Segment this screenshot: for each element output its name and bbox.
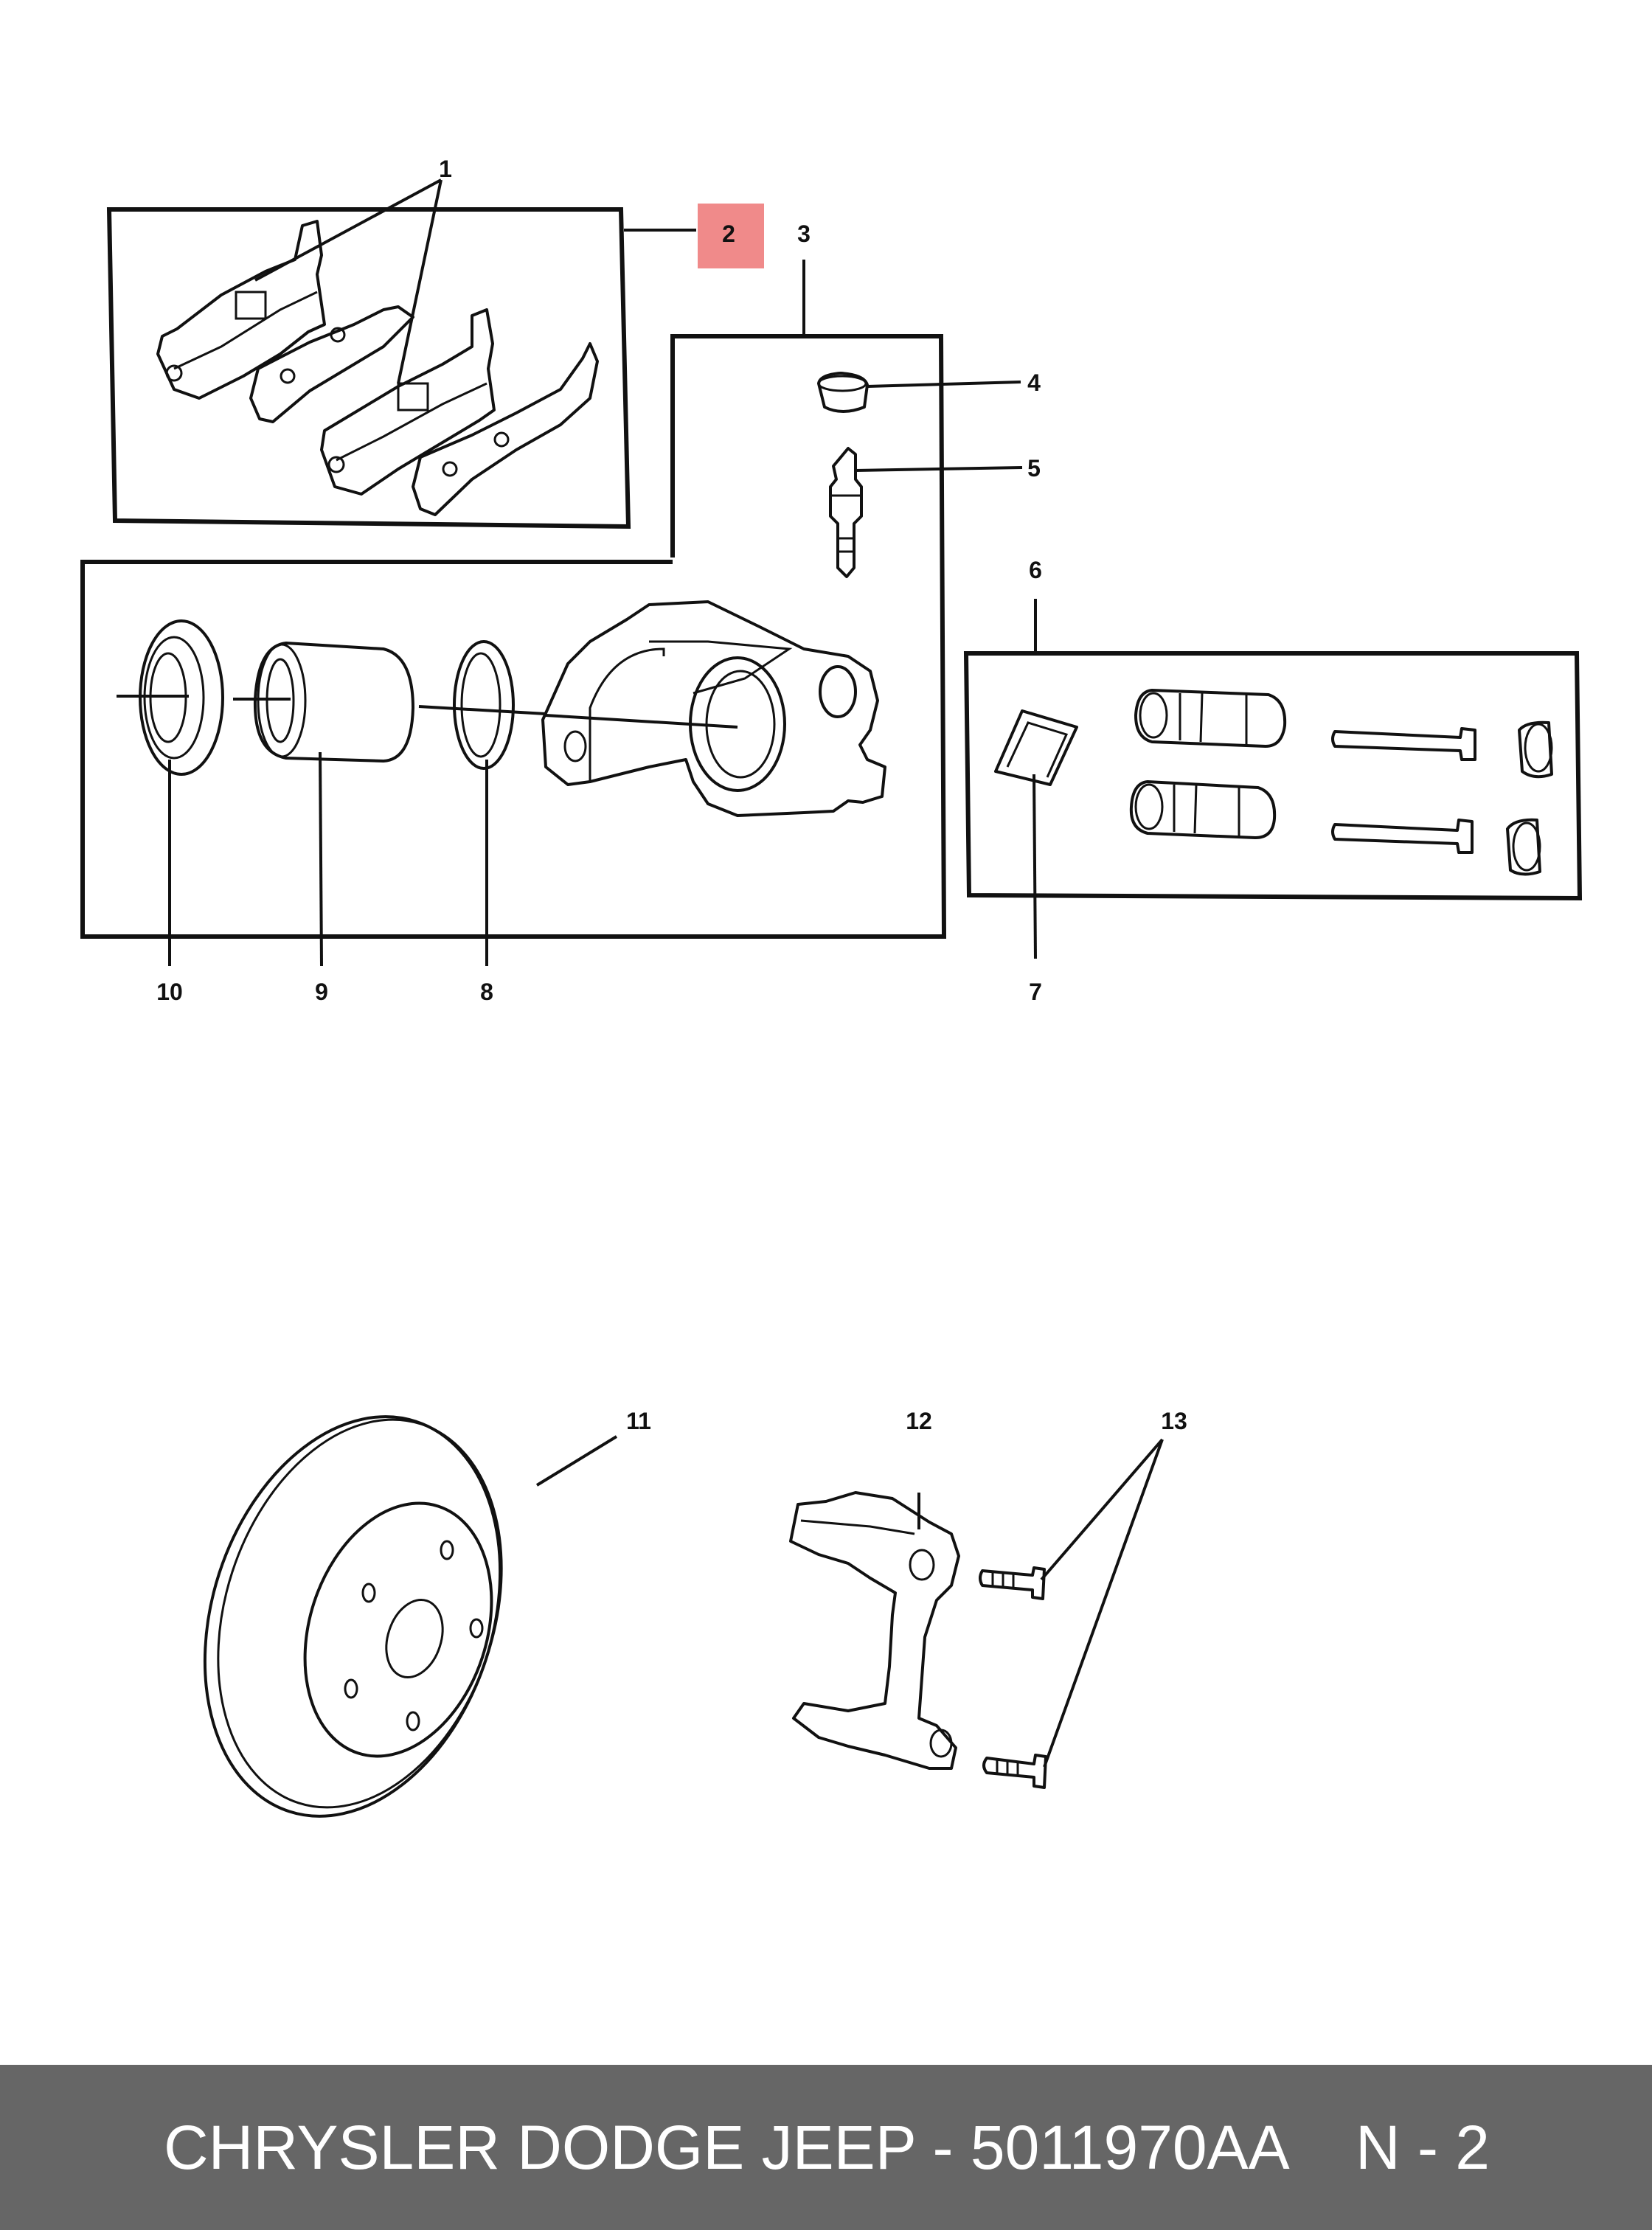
caliper-adapter: [789, 1491, 960, 1770]
dust-boot: [117, 619, 224, 966]
footer-page-number: N - 2: [1356, 2113, 1490, 2182]
callout-4: 4: [1027, 369, 1041, 396]
guide-pin-lower: [1331, 819, 1474, 854]
anti-rattle-clip: [994, 709, 1078, 959]
hardware-kit-box: [963, 599, 1583, 901]
callout-2-highlight: [698, 204, 764, 268]
footer-title: CHRYSLER DODGE JEEP - 5011970AA: [164, 2113, 1290, 2182]
caliper-kit-box: [80, 334, 947, 939]
piston: [233, 642, 414, 967]
guide-pin-cap-upper: [1518, 720, 1553, 779]
caliper-housing: [541, 600, 886, 817]
callout-7: 7: [1029, 979, 1042, 1005]
dust-cap: [817, 372, 1021, 413]
leader-lines-13: [1040, 1438, 1164, 1768]
guide-pin-upper: [1331, 727, 1476, 761]
bleeder-screw: [829, 447, 1023, 578]
callout-2: 2: [722, 220, 735, 247]
callout-1: 1: [439, 156, 452, 182]
callout-10: 10: [156, 979, 183, 1005]
brake-pad-box: [106, 207, 631, 529]
callout-labels: 1 2 3 4 5 6 7 8 9 10 11 12 13: [156, 156, 1187, 1434]
callout-12: 12: [906, 1408, 932, 1434]
callout-11: 11: [626, 1408, 651, 1434]
callout-8: 8: [480, 979, 493, 1005]
footer-bar: CHRYSLER DODGE JEEP - 5011970AA N - 2: [0, 2065, 1652, 2230]
adapter-bolt-lower: [982, 1754, 1047, 1789]
callout-5: 5: [1027, 455, 1041, 482]
leader-lines-1: [254, 178, 442, 384]
guide-pin-cap-lower: [1506, 818, 1541, 876]
brake-pad-set: [156, 220, 599, 516]
piston-seal: [418, 640, 546, 966]
adapter-bolt-upper: [979, 1566, 1046, 1600]
callout-6: 6: [1029, 557, 1042, 583]
callout-9: 9: [315, 979, 328, 1005]
footer-text: CHRYSLER DODGE JEEP - 5011970AA N - 2: [0, 2065, 1652, 2230]
callout-13: 13: [1161, 1408, 1187, 1434]
guide-pin-bushing-lower: [1129, 780, 1277, 839]
guide-pin-bushing-upper: [1134, 689, 1287, 748]
brake-rotor: [203, 1415, 618, 1818]
parts-diagram: 1 2 3 4 5 6 7 8 9 10 11 12 13: [80, 156, 1583, 1818]
callout-3: 3: [797, 220, 811, 247]
